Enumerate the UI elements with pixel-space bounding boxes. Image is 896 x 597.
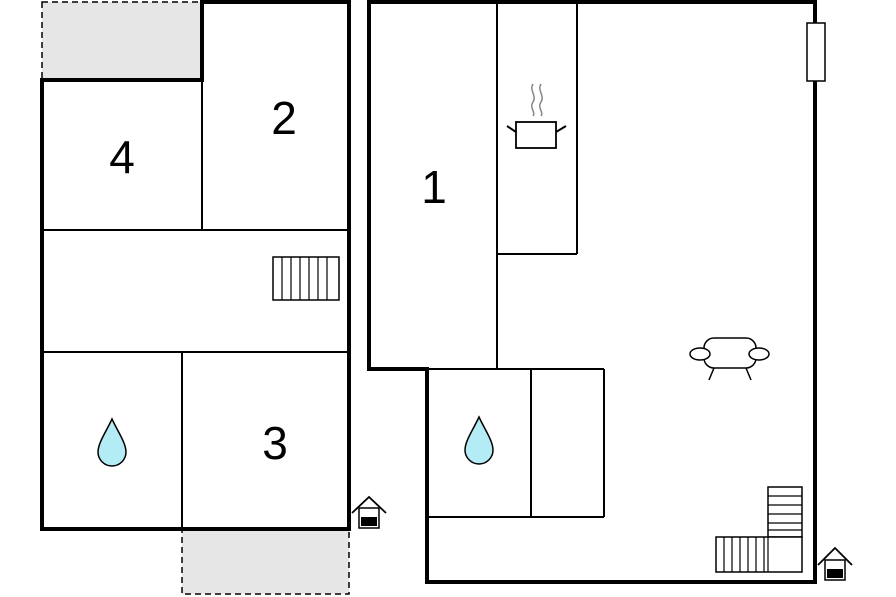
sofa-icon xyxy=(689,337,770,381)
water-drop-icon xyxy=(464,415,494,465)
room-1-label: 1 xyxy=(421,161,447,213)
window-icon xyxy=(806,22,826,82)
room-2-label: 2 xyxy=(271,92,297,144)
cooking-pot-icon xyxy=(506,83,567,149)
stairs-icon xyxy=(272,256,340,301)
water-drop-icon xyxy=(97,417,127,467)
house-entrance-icon xyxy=(351,495,387,529)
stairs-icon xyxy=(715,486,803,573)
left-floor-outline xyxy=(40,0,351,531)
terrace-top-left xyxy=(41,1,203,81)
room-3-label: 3 xyxy=(262,417,288,469)
left-floor: 4 2 3 xyxy=(40,0,387,595)
right-floor: 1 xyxy=(367,0,853,584)
house-entrance-icon xyxy=(817,546,853,581)
right-floor-outline xyxy=(367,0,817,584)
terrace-bottom xyxy=(181,528,350,595)
room-4-label: 4 xyxy=(109,131,135,183)
